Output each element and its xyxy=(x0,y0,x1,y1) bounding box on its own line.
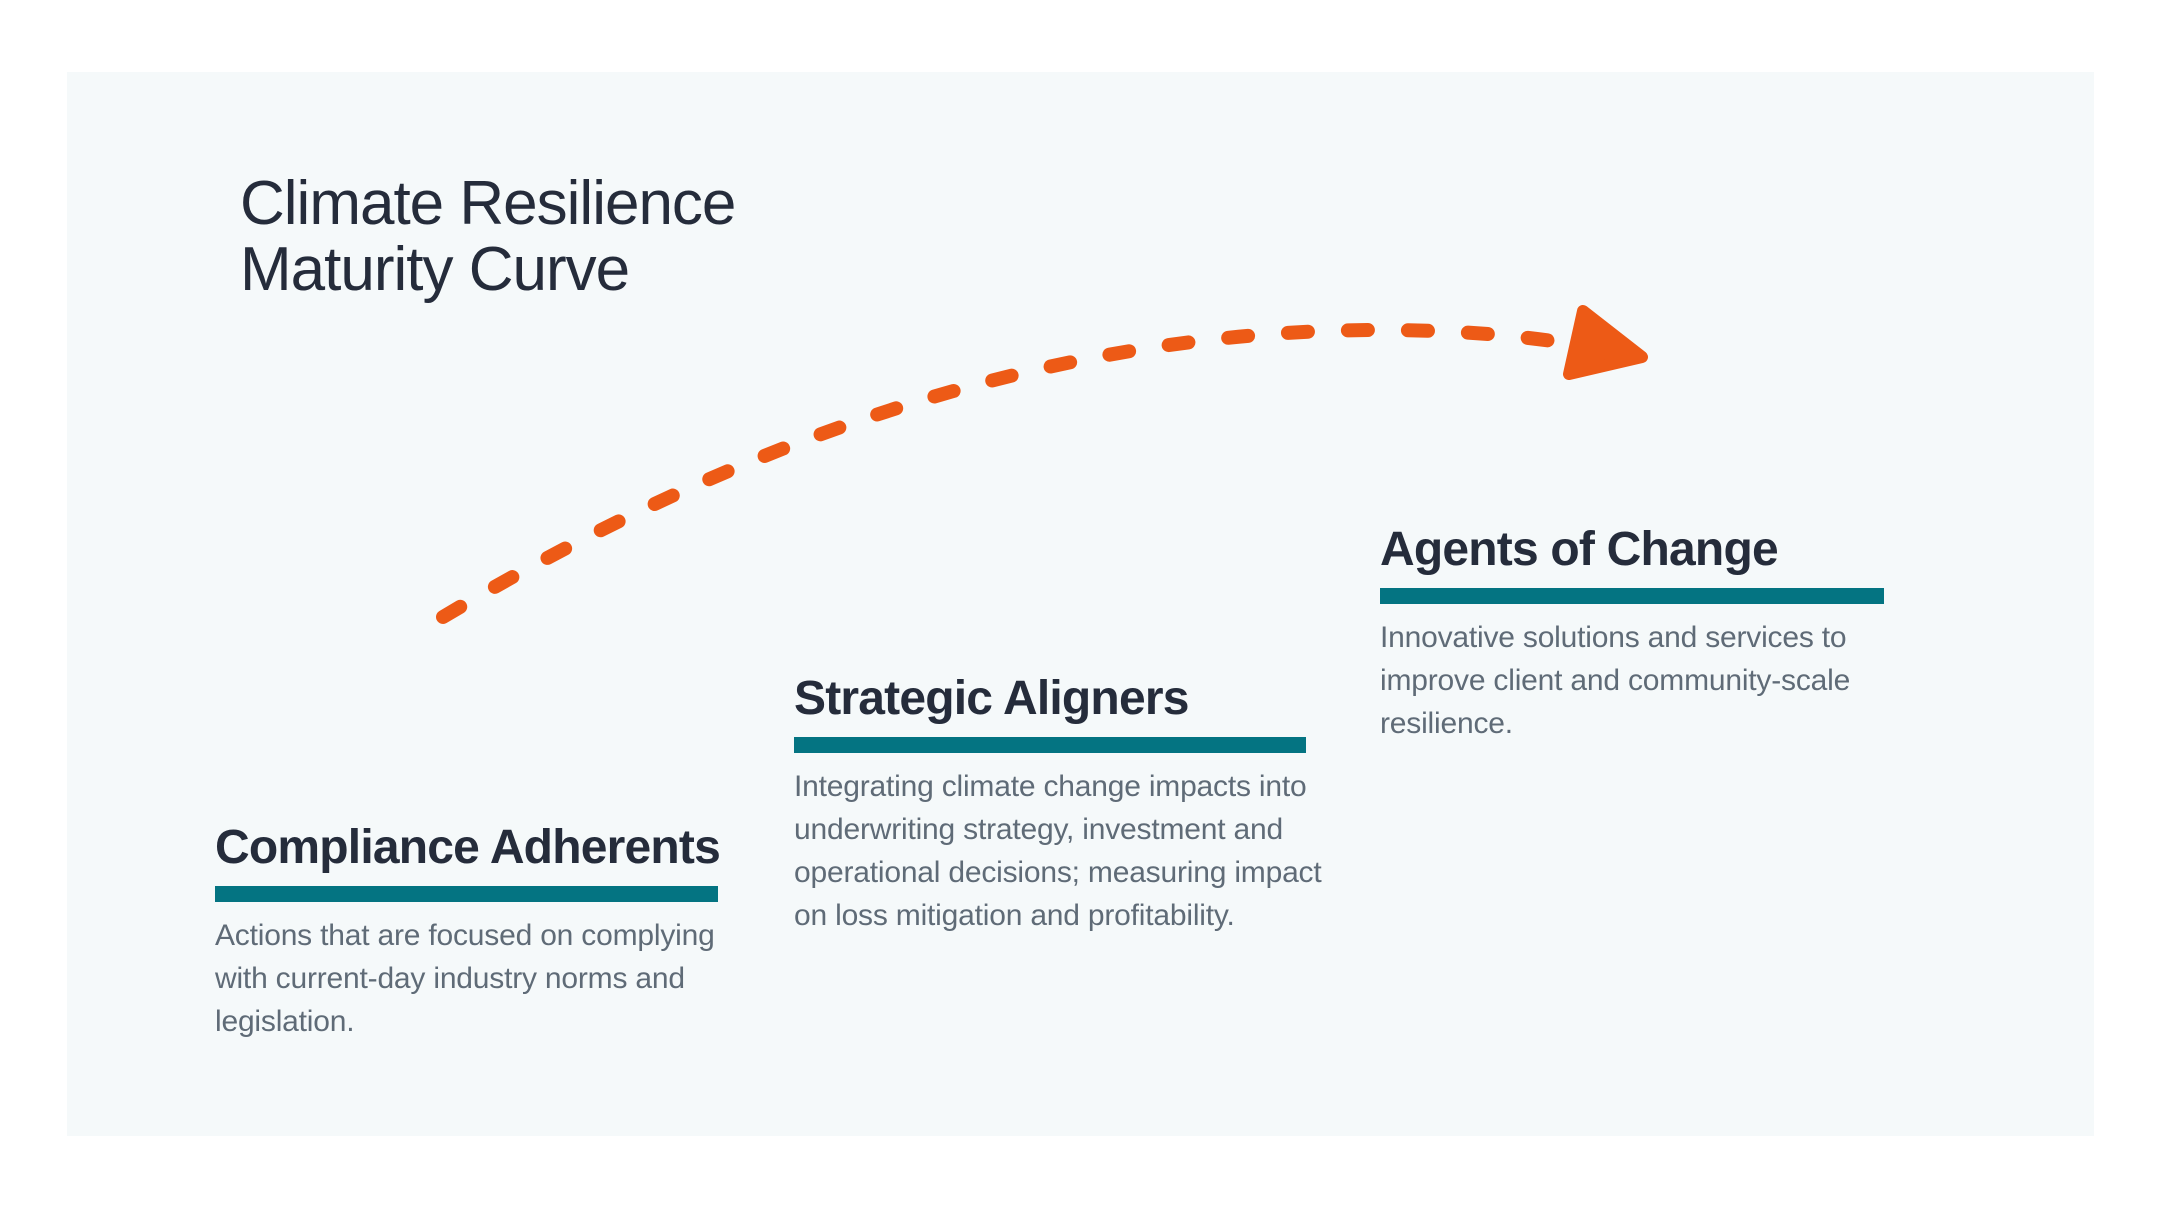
stage-strategic-aligners: Strategic Aligners Integrating climate c… xyxy=(794,675,1354,937)
stage-underline-bar xyxy=(215,886,718,902)
stage-description: Actions that are focused on complying wi… xyxy=(215,919,715,1038)
arrow-head xyxy=(1563,305,1648,380)
diagram-panel: Climate Resilience Maturity Curve Compli… xyxy=(67,72,2094,1136)
stage-title: Strategic Aligners xyxy=(794,672,1189,725)
stage-description: Innovative solutions and services to imp… xyxy=(1380,621,1851,740)
stage-underline-bar xyxy=(1380,588,1884,604)
stage-compliance-adherents: Compliance Adherents Actions that are fo… xyxy=(215,824,775,1043)
stage-title: Agents of Change xyxy=(1380,523,1779,576)
stage-underline-bar xyxy=(794,737,1306,753)
stage-description: Integrating climate change impacts into … xyxy=(794,770,1322,932)
stage-agents-of-change: Agents of Change Innovative solutions an… xyxy=(1380,526,1940,745)
diagram-title: Climate Resilience Maturity Curve xyxy=(240,169,736,304)
stage-title: Compliance Adherents xyxy=(215,821,721,874)
